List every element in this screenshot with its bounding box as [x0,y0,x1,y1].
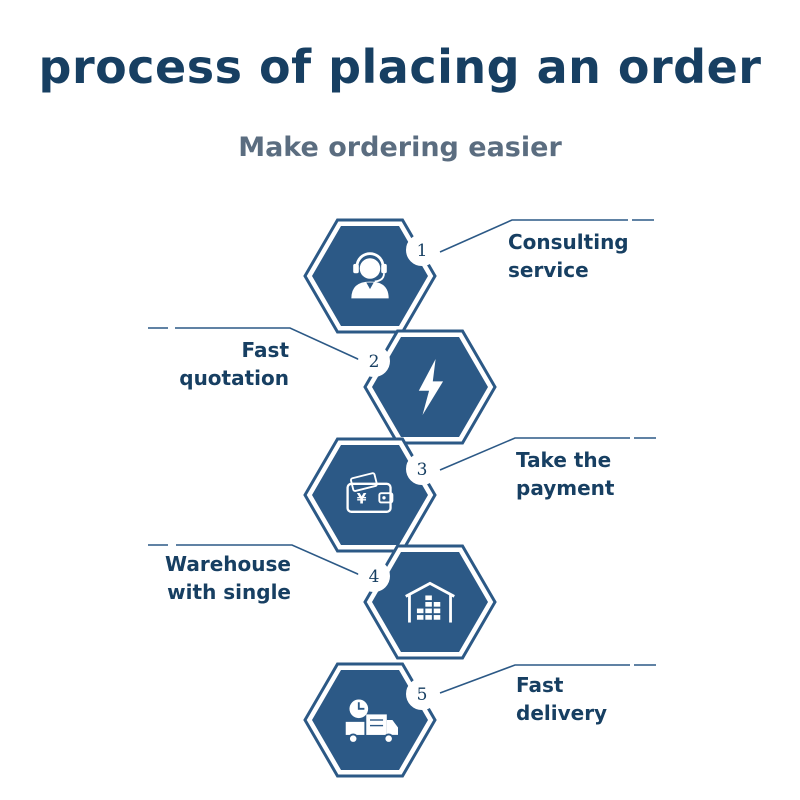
step-label-line2: quotation [179,366,289,390]
step-label-line2: with single [167,580,291,604]
step-label-line2: delivery [516,701,608,725]
step-4: 4 [148,544,497,660]
step-label: Warehouse with single [165,550,291,606]
connector-line [176,544,361,576]
hexagon-fill [312,445,428,545]
connector-line [439,219,628,253]
step-label: Fast quotation [179,336,289,392]
step-number-badge [406,453,438,485]
step-label-line1: Take the [516,448,612,472]
step-5: 5 [303,662,656,778]
step-number-badge [358,345,390,377]
step-number: 5 [417,685,428,705]
connector-line [439,437,630,471]
page-title: process of placing an order [38,40,762,94]
step-number: 1 [417,241,428,261]
step-number: 3 [417,460,428,480]
step-label-line2: service [508,258,589,282]
step-number-badge [406,678,438,710]
step-3: 3 [303,437,656,553]
connector-line [439,664,630,694]
step-number: 2 [369,352,380,372]
page-subtitle: Make ordering easier [238,132,562,163]
step-label-line1: Consulting [508,230,629,254]
step-label: Fast delivery [516,671,607,727]
step-1: 1 [303,218,654,334]
step-label: Take the payment [516,446,614,502]
step-2: 2 [148,327,497,445]
step-label-line1: Fast [516,673,564,697]
step-number-badge [406,234,438,266]
step-label-line2: payment [516,476,615,500]
step-label-line1: Fast [241,338,289,362]
step-number-badge [358,560,390,592]
connector-line [175,327,361,361]
step-number: 4 [369,567,380,587]
step-label: Consulting service [508,228,629,284]
step-label-line1: Warehouse [165,552,291,576]
